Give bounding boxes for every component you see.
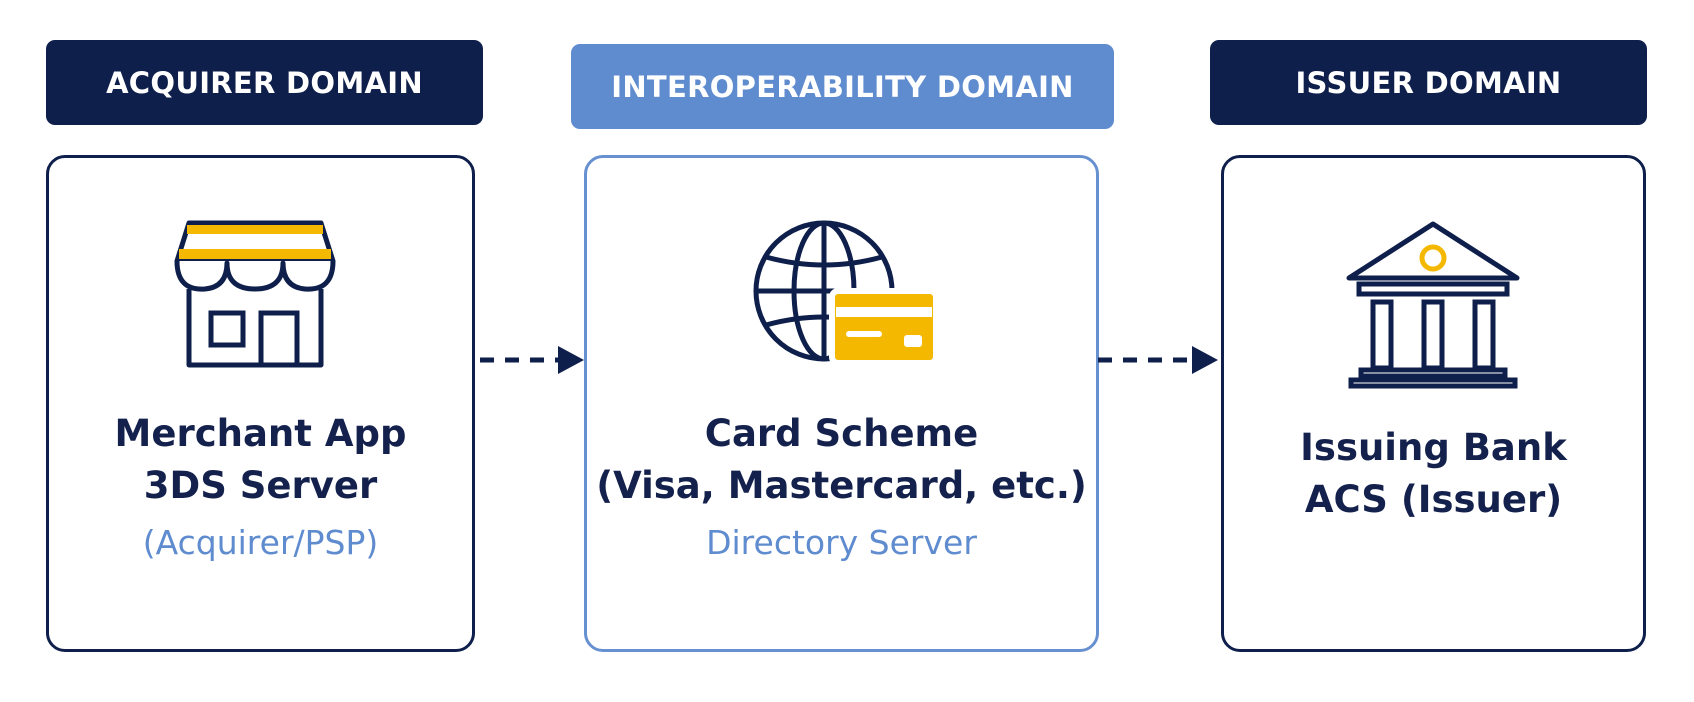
flow-arrow-scheme-to-issuer [1098, 340, 1223, 384]
acquirer-domain-header: ACQUIRER DOMAIN [46, 40, 483, 125]
issuer-domain-header-label: ISSUER DOMAIN [1295, 65, 1562, 100]
scheme-title-line1: Card Scheme [704, 412, 979, 455]
acquirer-subtitle: (Acquirer/PSP) [142, 523, 379, 562]
issuer-title-line1: Issuing Bank [1300, 426, 1567, 469]
issuer-title-line2: ACS (Issuer) [1304, 478, 1563, 521]
issuer-domain-header: ISSUER DOMAIN [1210, 40, 1647, 125]
acquirer-title-line2: 3DS Server [143, 464, 378, 507]
flow-arrow-acquirer-to-scheme [480, 340, 590, 384]
acquirer-title-line1: Merchant App [114, 412, 407, 455]
globe-card-icon [748, 215, 948, 375]
issuer-title: Issuing Bank ACS (Issuer) [1221, 422, 1646, 526]
storefront-icon [165, 215, 345, 375]
bank-icon [1343, 218, 1523, 390]
interoperability-domain-header-label: INTEROPERABILITY DOMAIN [611, 69, 1074, 104]
scheme-subtitle: Directory Server [706, 523, 977, 562]
interoperability-domain-header: INTEROPERABILITY DOMAIN [571, 44, 1114, 129]
acquirer-title: Merchant App 3DS Server [46, 408, 475, 512]
scheme-title-line2: (Visa, Mastercard, etc.) [596, 464, 1087, 507]
acquirer-domain-header-label: ACQUIRER DOMAIN [106, 65, 423, 100]
scheme-title: Card Scheme (Visa, Mastercard, etc.) [584, 408, 1099, 512]
